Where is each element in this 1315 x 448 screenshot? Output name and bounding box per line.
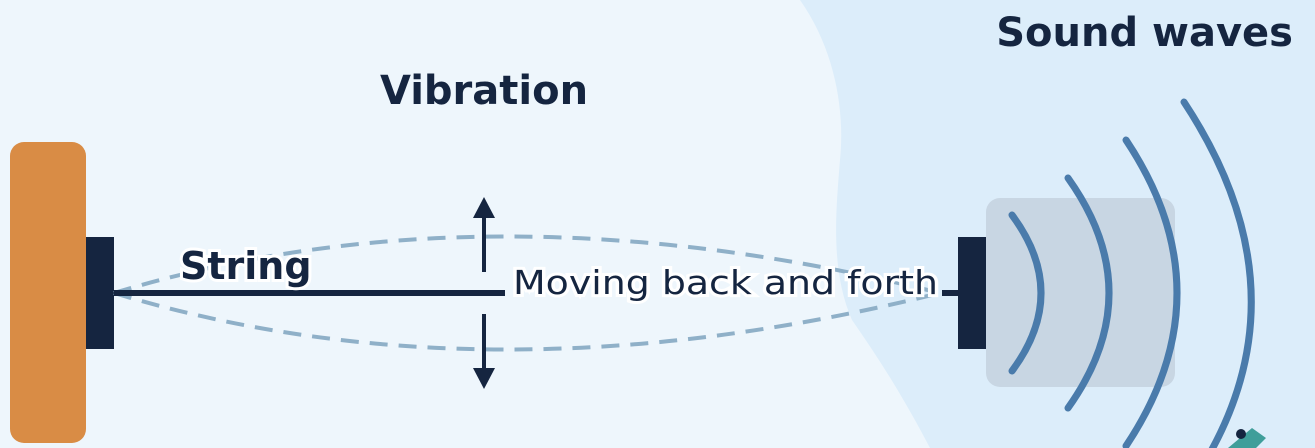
- motion-label: Moving back and forth: [513, 263, 938, 302]
- right-string-anchor: [958, 237, 986, 349]
- string-label: String: [180, 244, 312, 288]
- left-string-anchor: [86, 237, 114, 349]
- vibration-heading: Vibration: [380, 68, 588, 114]
- instrument-body: [10, 142, 86, 443]
- speaker-box: [986, 198, 1175, 387]
- sound-waves-heading: Sound waves: [996, 10, 1293, 56]
